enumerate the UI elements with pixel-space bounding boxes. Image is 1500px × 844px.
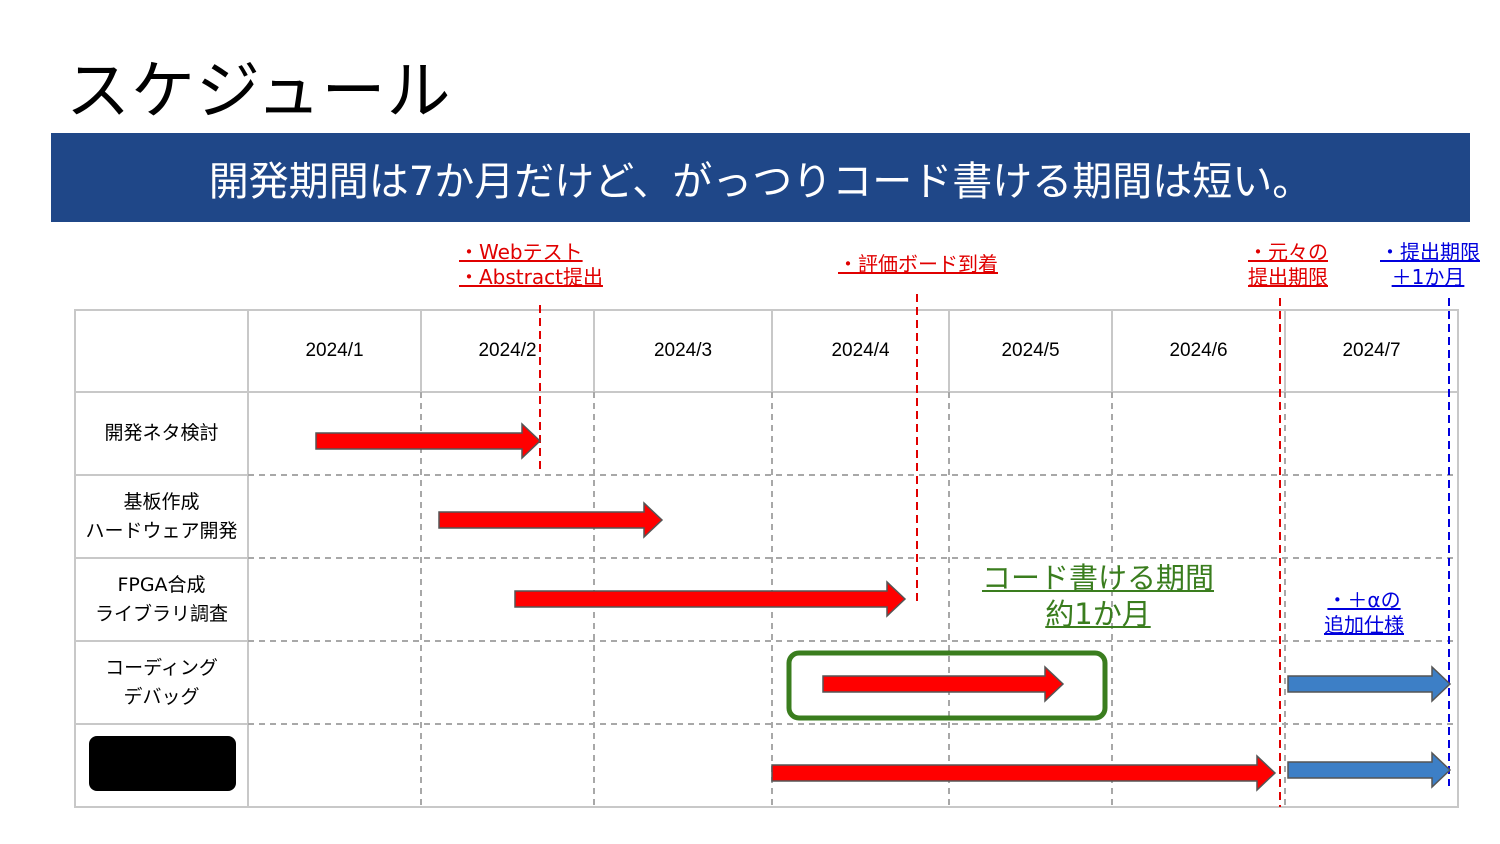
month-header: 2024/4 [831, 340, 890, 361]
task-label: 基板作成ハードウェア開発 [75, 475, 248, 558]
milestone-ext-deadline-line: ・提出期限 [1380, 240, 1480, 264]
task-label-line: コーディング [105, 656, 218, 679]
task-label-text: 基板作成ハードウェア開発 [85, 488, 237, 546]
task-label-line: デバッグ [123, 685, 200, 708]
task-label-line: 基板作成 [123, 490, 200, 513]
task-label: コーディングデバッグ [75, 641, 248, 724]
banner: 開発期間は7か月だけど、がっつりコード書ける期間は短い。 [51, 133, 1470, 222]
coding-period-note-line: 約1か月 [1045, 597, 1151, 631]
month-header: 2024/7 [1342, 340, 1401, 361]
extra-spec-note-line: ・＋αの [1327, 588, 1401, 612]
milestone-abstract-line: ・Abstract提出 [459, 265, 603, 289]
coding-period-note: コード書ける期間約1か月 [978, 560, 1218, 632]
task-label: 開発ネタ検討 [75, 392, 248, 475]
milestone-orig-deadline-line: 提出期限 [1248, 265, 1328, 289]
milestone-ext-deadline: ・提出期限＋1か月 [1380, 240, 1480, 290]
task-label: FPGA合成ライブラリ調査 [75, 558, 248, 641]
task-label-text: FPGA合成ライブラリ調査 [95, 571, 228, 629]
month-header: 2024/1 [305, 340, 364, 361]
milestone-board: ・評価ボード到着 [838, 252, 998, 276]
extra-spec-note: ・＋αの追加仕様 [1314, 588, 1414, 638]
redacted-task-label [89, 736, 236, 791]
slide-title: スケジュール [66, 55, 452, 129]
month-header: 2024/5 [1001, 340, 1060, 361]
milestone-webtest: ・Webテスト・Abstract提出 [459, 240, 603, 290]
milestone-ext-deadline-line: ＋1か月 [1391, 265, 1465, 289]
task-label-text: コーディングデバッグ [105, 654, 218, 712]
extra-spec-note-line: 追加仕様 [1324, 613, 1404, 637]
month-header: 2024/6 [1169, 340, 1228, 361]
arrow-extra-2 [1287, 751, 1452, 789]
arrow-task-1 [315, 422, 542, 460]
arrow-task-4 [822, 665, 1065, 703]
milestone-orig-deadline-line: ・元々の [1248, 240, 1328, 264]
task-label-text: 開発ネタ検討 [104, 419, 218, 448]
milestone-webtest-line: ・Webテスト [459, 240, 583, 264]
month-header: 2024/2 [478, 340, 537, 361]
task-label-line: 開発ネタ検討 [104, 422, 219, 444]
task-label-line: ハードウェア開発 [85, 519, 238, 542]
coding-period-highlight [786, 650, 1108, 721]
task-label-line: FPGA合成 [117, 573, 206, 596]
milestone-orig-deadline: ・元々の提出期限 [1248, 240, 1328, 290]
arrow-task-5 [771, 754, 1277, 792]
coding-period-note-line: コード書ける期間 [981, 561, 1214, 595]
arrow-task-2 [438, 501, 664, 539]
arrow-task-3 [514, 580, 907, 618]
grid-dashed [248, 392, 1458, 807]
month-header: 2024/3 [653, 340, 713, 361]
task-label-line: ライブラリ調査 [94, 602, 228, 625]
arrow-extra-1 [1287, 665, 1452, 703]
